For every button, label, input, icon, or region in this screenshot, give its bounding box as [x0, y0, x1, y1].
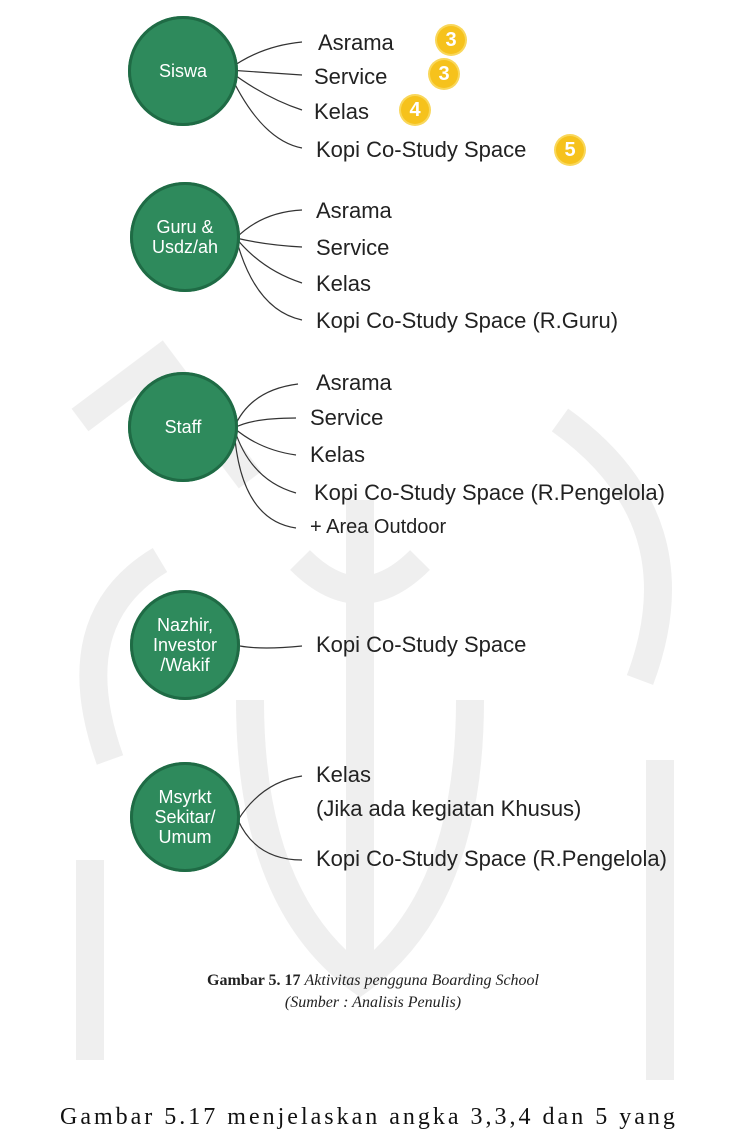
- node-staff: Staff: [128, 372, 238, 482]
- item-asrama: Asrama: [316, 370, 392, 395]
- caption-source: (Sumber : Analisis Penulis): [284, 994, 462, 1011]
- node-siswa: Siswa: [128, 16, 238, 126]
- item-asrama: Asrama: [318, 30, 394, 55]
- item-service: Service: [310, 405, 384, 430]
- badge-3: 3: [437, 26, 465, 54]
- item-kegiatan-khusus-note: (Jika ada kegiatan Khusus): [316, 796, 582, 821]
- item-kopi-co-study-space: Kopi Co-Study Space: [316, 137, 527, 162]
- item-service: Service: [314, 64, 388, 89]
- item-kelas: Kelas: [310, 442, 366, 467]
- item-asrama: Asrama: [316, 198, 392, 223]
- node-msyrkt-sekitar-umum: Msyrkt Sekitar/ Umum: [130, 762, 240, 872]
- item-kopi-co-study-space-rguru: Kopi Co-Study Space (R.Guru): [316, 308, 619, 333]
- item-service: Service: [316, 235, 390, 260]
- item-kelas: Kelas: [316, 762, 372, 787]
- item-kopi-co-study-space: Kopi Co-Study Space: [316, 632, 527, 657]
- item-kelas: Kelas: [316, 271, 372, 296]
- badge-4: 4: [401, 96, 429, 124]
- item-kelas: Kelas: [314, 99, 370, 124]
- figure-caption: Gambar 5. 17 Aktivitas pengguna Boarding…: [0, 972, 746, 990]
- caption-title: Aktivitas pengguna Boarding School: [304, 972, 539, 989]
- item-kopi-co-study-space-rpengelola: Kopi Co-Study Space (R.Pengelola): [314, 480, 665, 505]
- caption-number: Gambar 5. 17: [207, 972, 301, 989]
- item-area-outdoor: + Area Outdoor: [310, 516, 447, 538]
- figure-source: (Sumber : Analisis Penulis): [0, 994, 746, 1012]
- badge-5: 5: [556, 136, 584, 164]
- item-kopi-co-study-space-rpengelola: Kopi Co-Study Space (R.Pengelola): [316, 846, 667, 871]
- badge-3: 3: [430, 60, 458, 88]
- body-paragraph: Gambar 5.17 menjelaskan angka 3,3,4 dan …: [60, 1104, 678, 1130]
- node-nazhir-investor-wakif: Nazhir, Investor /Wakif: [130, 590, 240, 700]
- node-guru-usdzah: Guru & Usdz/ah: [130, 182, 240, 292]
